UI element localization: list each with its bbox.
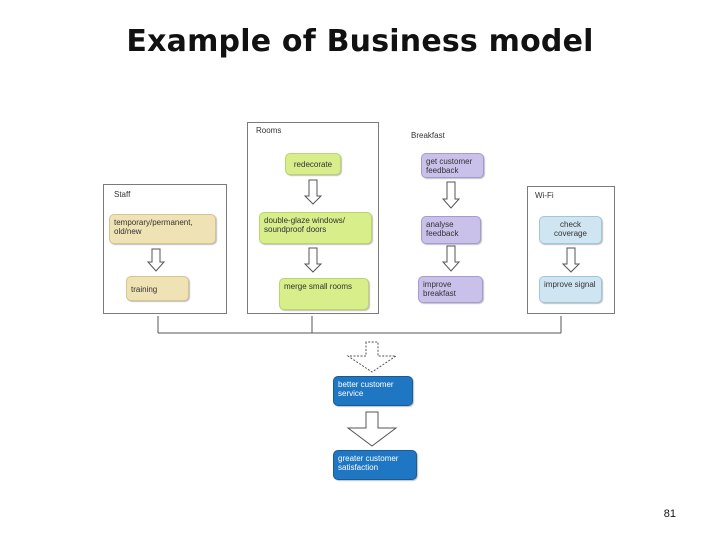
node-get-feedback: get customer feedback <box>421 153 484 178</box>
node-analyse-feedback: analyse feedback <box>421 216 481 244</box>
node-improve-signal: improve signal <box>539 276 602 303</box>
bus-line <box>157 316 562 334</box>
arrow-breakfast-2 <box>441 245 461 272</box>
node-better-service: better customer service <box>333 376 413 406</box>
node-check-coverage: check coverage <box>539 216 602 244</box>
node-double-glaze: double-glaze windows/ soundproof doors <box>259 212 372 244</box>
arrow-staff <box>146 248 166 272</box>
wifi-panel-label: Wi-Fi <box>535 191 554 200</box>
page-number: 81 <box>663 508 676 520</box>
slide-title: Example of Business model <box>126 24 594 59</box>
node-redecorate: redecorate <box>285 153 341 175</box>
node-improve-breakfast: improve breakfast <box>418 276 483 303</box>
arrow-rooms-1 <box>303 179 323 205</box>
rooms-panel-label: Rooms <box>256 126 282 135</box>
node-staff-type: temporary/permanent, old/new <box>109 214 216 244</box>
breakfast-panel-label: Breakfast <box>411 131 445 140</box>
arrow-to-service <box>346 341 398 373</box>
node-merge-rooms: merge small rooms <box>279 278 369 310</box>
arrow-rooms-2 <box>303 247 323 273</box>
arrow-to-satisfaction <box>346 411 398 447</box>
arrow-wifi <box>561 247 581 273</box>
staff-panel-label: Staff <box>114 190 131 199</box>
arrow-breakfast-1 <box>441 181 461 209</box>
node-satisfaction: greater customer satisfaction <box>333 450 417 480</box>
node-training: training <box>126 276 189 301</box>
